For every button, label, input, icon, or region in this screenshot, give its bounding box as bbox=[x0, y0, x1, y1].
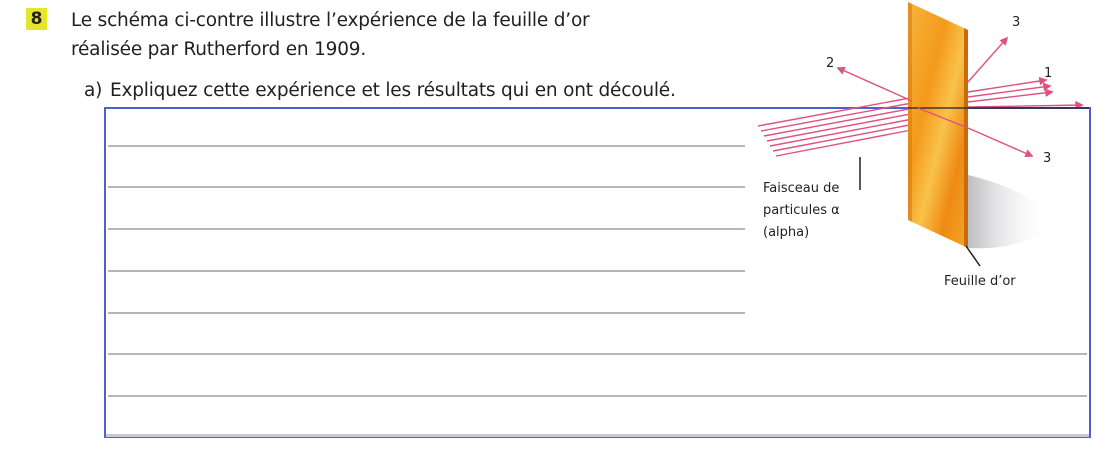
question-text: Le schéma ci-contre illustre l’expérienc… bbox=[71, 6, 590, 64]
beam-label-line-2: particules α bbox=[763, 203, 840, 218]
part-letter: a) bbox=[84, 80, 103, 101]
ray-label-3-bottom: 3 bbox=[1043, 151, 1051, 166]
ray-1-group bbox=[967, 76, 1084, 110]
foil-shadow bbox=[968, 175, 1051, 249]
foil-leader bbox=[965, 245, 981, 267]
ray-label-2: 2 bbox=[826, 56, 834, 71]
ray-3-top bbox=[967, 36, 1009, 83]
ray-label-3-top: 3 bbox=[1012, 15, 1020, 30]
answer-box-shadow bbox=[106, 434, 1089, 437]
question-line-2: réalisée par Rutherford en 1909. bbox=[71, 39, 367, 60]
ray-3-bottom bbox=[967, 127, 1034, 158]
beam-label-line-3: (alpha) bbox=[763, 225, 809, 240]
beam-label-line-1: Faisceau de bbox=[763, 181, 839, 196]
alpha-beam bbox=[757, 97, 923, 157]
answer-line bbox=[108, 228, 745, 230]
gold-foil bbox=[908, 2, 968, 248]
question-part-a: a) Expliquez cette expérience et les résu… bbox=[84, 77, 676, 105]
answer-line bbox=[108, 145, 745, 147]
part-text: Expliquez cette expérience et les résult… bbox=[110, 80, 676, 101]
ray-label-1: 1 bbox=[1044, 66, 1052, 81]
foil-label: Feuille d’or bbox=[944, 274, 1016, 289]
answer-line bbox=[108, 270, 745, 272]
question-line-1: Le schéma ci-contre illustre l’expérienc… bbox=[71, 10, 590, 31]
answer-line bbox=[108, 353, 1087, 355]
question-number: 8 bbox=[26, 8, 47, 30]
ray-2 bbox=[836, 66, 913, 102]
answer-line bbox=[108, 395, 1087, 397]
answer-line bbox=[108, 312, 745, 314]
answer-line bbox=[108, 186, 745, 188]
